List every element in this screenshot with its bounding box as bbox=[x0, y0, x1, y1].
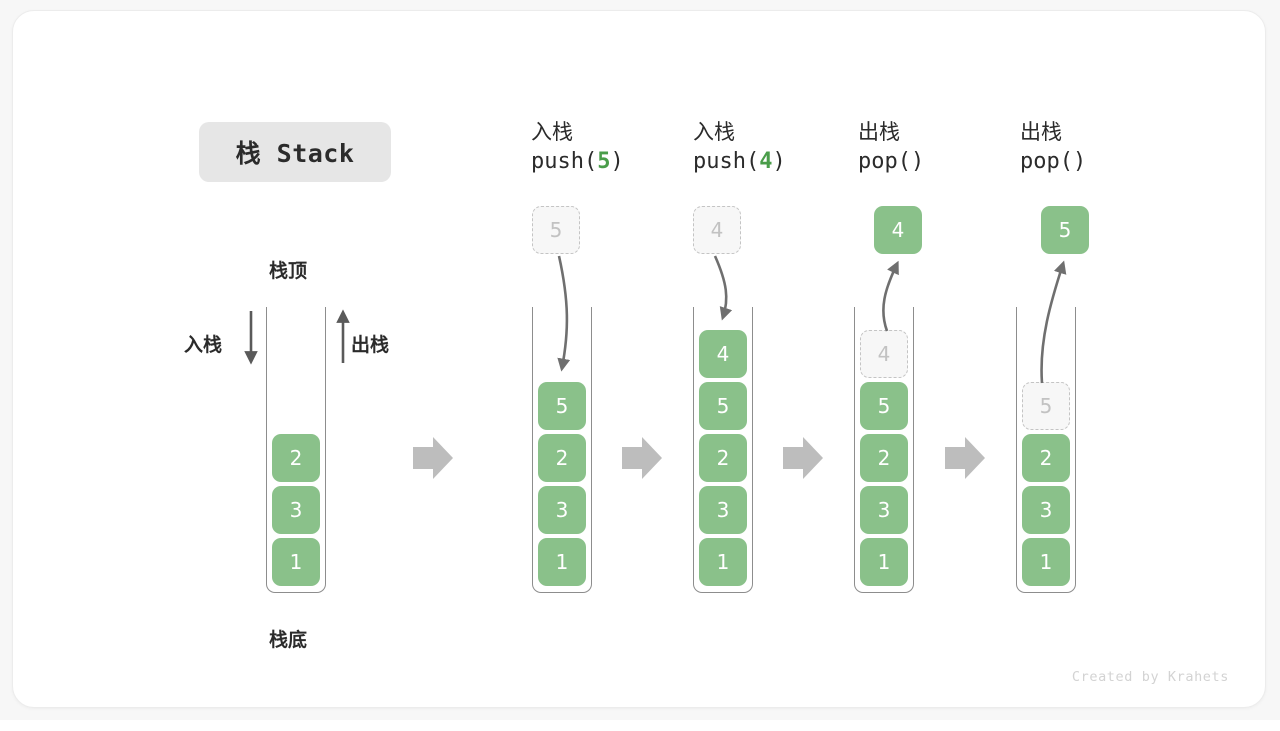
caption-cn: 出栈 bbox=[1020, 120, 1062, 144]
code-suffix: ) bbox=[1072, 149, 1087, 174]
stack-frame bbox=[266, 307, 326, 593]
stack-frame bbox=[854, 307, 914, 593]
diagram-card: 栈 Stack 栈顶 栈底 入栈 出栈 入栈 push(5) 入栈 push(4… bbox=[12, 10, 1266, 708]
step-arrow bbox=[945, 437, 985, 479]
code-arg: 5 bbox=[597, 149, 611, 174]
code-suffix: ) bbox=[772, 149, 786, 174]
caption-cn: 入栈 bbox=[531, 120, 573, 144]
stack-frame bbox=[1016, 307, 1076, 593]
stack-cell-ghost: 5 bbox=[1022, 382, 1070, 430]
stack-cell: 2 bbox=[860, 434, 908, 482]
stack-cell: 2 bbox=[1022, 434, 1070, 482]
code-arg: 4 bbox=[759, 149, 773, 174]
caption-code: pop() bbox=[1020, 147, 1200, 177]
stack-cell: 5 bbox=[538, 382, 586, 430]
credit-text: Created by Krahets bbox=[1071, 669, 1229, 685]
stack-cell: 1 bbox=[699, 538, 747, 586]
caption-push-4: 入栈 push(4) bbox=[693, 117, 873, 177]
push-direction-label: 入栈 bbox=[184, 334, 223, 356]
stack-top-label: 栈顶 bbox=[269, 260, 308, 282]
code-suffix: ) bbox=[910, 149, 925, 174]
stack-cell: 1 bbox=[1022, 538, 1070, 586]
caption-code: pop() bbox=[858, 147, 1038, 177]
code-suffix: ) bbox=[610, 149, 624, 174]
page-title: 栈 Stack bbox=[235, 139, 355, 168]
stack-frame bbox=[693, 307, 753, 593]
floating-cell-popped: 5 bbox=[1041, 206, 1089, 254]
code-prefix: push( bbox=[693, 149, 760, 174]
floating-cell-ghost: 4 bbox=[693, 206, 741, 254]
stack-cell: 5 bbox=[860, 382, 908, 430]
floating-cell-popped: 4 bbox=[874, 206, 922, 254]
caption-cn: 入栈 bbox=[693, 120, 735, 144]
code-prefix: pop( bbox=[858, 149, 911, 174]
stack-cell: 3 bbox=[860, 486, 908, 534]
pop-direction-label: 出栈 bbox=[351, 334, 390, 356]
code-prefix: push( bbox=[531, 149, 598, 174]
code-prefix: pop( bbox=[1020, 149, 1073, 174]
stack-cell: 1 bbox=[538, 538, 586, 586]
diagram-title-pill: 栈 Stack bbox=[199, 122, 391, 182]
stack-cell: 3 bbox=[699, 486, 747, 534]
stack-cell: 3 bbox=[1022, 486, 1070, 534]
stack-cell: 2 bbox=[272, 434, 320, 482]
caption-push-5: 入栈 push(5) bbox=[531, 117, 711, 177]
stack-cell: 5 bbox=[699, 382, 747, 430]
step-arrow bbox=[413, 437, 453, 479]
floating-cell-ghost: 5 bbox=[532, 206, 580, 254]
caption-pop-4: 出栈 pop() bbox=[858, 117, 1038, 177]
stack-frame bbox=[532, 307, 592, 593]
stack-cell: 1 bbox=[272, 538, 320, 586]
caption-code: push(5) bbox=[531, 147, 711, 177]
caption-code: push(4) bbox=[693, 147, 873, 177]
stack-cell: 4 bbox=[699, 330, 747, 378]
caption-cn: 出栈 bbox=[858, 120, 900, 144]
caption-pop-5: 出栈 pop() bbox=[1020, 117, 1200, 177]
stack-cell: 3 bbox=[538, 486, 586, 534]
stack-cell: 3 bbox=[272, 486, 320, 534]
stack-cell: 1 bbox=[860, 538, 908, 586]
stack-cell: 2 bbox=[538, 434, 586, 482]
step-arrow bbox=[783, 437, 823, 479]
stack-cell-ghost: 4 bbox=[860, 330, 908, 378]
stack-bottom-label: 栈底 bbox=[269, 629, 308, 651]
step-arrow bbox=[622, 437, 662, 479]
stack-cell: 2 bbox=[699, 434, 747, 482]
